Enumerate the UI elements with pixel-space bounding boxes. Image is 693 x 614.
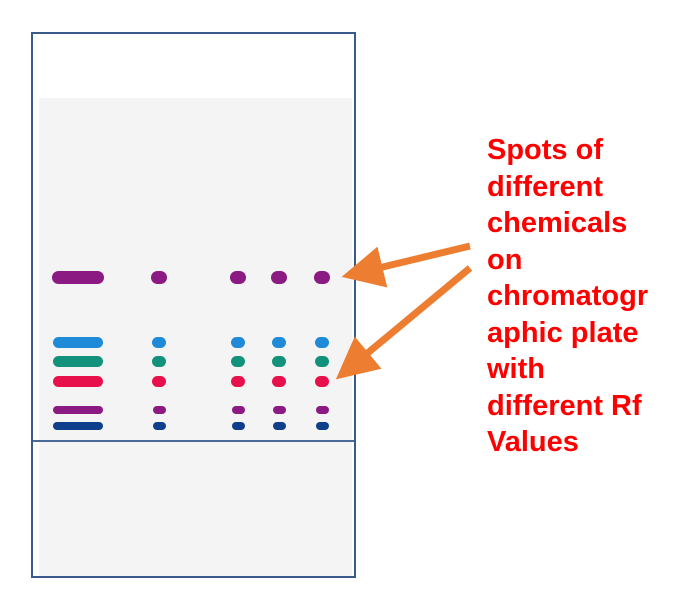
sample-spot: [315, 336, 329, 348]
label-line: chromatogr: [487, 280, 649, 312]
sample-spot: [315, 406, 329, 414]
sample-spot: [231, 422, 245, 430]
label-line: Spots of: [487, 134, 603, 166]
sample-spot: [315, 355, 329, 367]
reference-band: [53, 422, 103, 430]
sample-spot: [315, 375, 329, 387]
chromatography-plate: [31, 32, 356, 578]
label-line: on: [487, 243, 523, 276]
label-line: aphic plate: [487, 316, 639, 349]
sample-spot: [152, 355, 166, 367]
reference-band: [53, 375, 103, 387]
sample-spot: [152, 406, 166, 414]
sample-spot: [231, 355, 245, 367]
sample-spot: [272, 375, 286, 387]
sample-spot: [152, 422, 166, 430]
sample-spot: [272, 355, 286, 367]
sample-spot: [231, 375, 245, 387]
arrow-upper: [341, 242, 471, 288]
sample-spot: [231, 406, 245, 414]
label-line: with: [487, 353, 545, 385]
sample-spot: [230, 270, 246, 284]
sample-spot: [151, 270, 167, 284]
sample-spot: [231, 336, 245, 348]
sample-spot: [314, 270, 330, 284]
sample-spot: [152, 336, 166, 348]
label-line: Values: [487, 426, 579, 458]
label-line: different Rf: [487, 389, 642, 422]
reference-band: [53, 336, 103, 348]
baseline: [33, 440, 354, 442]
reference-band: [52, 270, 104, 284]
sample-spot: [315, 422, 329, 430]
label-line: different: [487, 170, 603, 203]
label-line: chemicals: [487, 207, 628, 239]
sample-spot: [271, 270, 287, 284]
arrow-lower: [335, 265, 473, 380]
reference-band: [53, 406, 103, 414]
sample-spot: [272, 422, 286, 430]
sample-spot: [272, 406, 286, 414]
sample-spot: [272, 336, 286, 348]
annotation-label: Spots of different chemicals on chromatogr ap…: [487, 132, 648, 461]
reference-band: [53, 355, 103, 367]
sample-spot: [152, 375, 166, 387]
